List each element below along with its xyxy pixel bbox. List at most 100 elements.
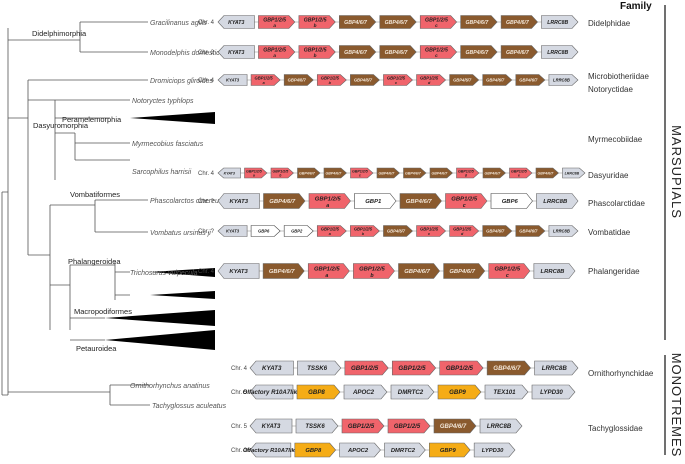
gene-arrow [262,263,305,279]
gene-label: GBP4/6/7 [385,50,409,56]
gene-label: GBP4/6/7 [406,199,433,205]
gene-label: KYAT3 [224,171,235,175]
gene-arrow [548,74,579,86]
gene-arrow [509,167,533,179]
gene-arrow [449,74,480,86]
gene-label: GBP4/6/7 [387,228,406,233]
gene-label: GBP4/6/7 [288,77,307,82]
gene-label: GBP4/6/7 [506,20,530,26]
gene-suffix: a [253,174,255,178]
gene-label: KYAT3 [262,365,282,372]
gene-arrow [541,45,579,59]
gene-arrow [536,193,579,209]
gene-label: GBP4/6/7 [299,171,316,175]
gene-arrow [249,442,292,458]
chromosome-label: Chr. ? [198,229,215,235]
gene-arrow [562,167,586,179]
gene-label: GBP6 [258,228,270,233]
gene-label: GBP4/6/7 [354,77,373,82]
gene-arrow [249,384,294,400]
gene-arrow [488,263,531,279]
gene-arrow [298,45,336,59]
gene-label: GBP4/6/7 [465,20,489,26]
gene-arrow [419,15,458,29]
clade-label-dasyuromorphia: Dasyuromorphia [33,121,89,130]
gene-arrow [350,167,374,179]
gene-arrow [283,74,314,86]
gene-suffix: b [370,273,374,279]
gene-label: GBP1/2/5 [351,365,379,372]
gene-arrow [294,442,337,458]
gene-arrow [460,45,498,59]
gene-label: GBP8 [308,389,325,396]
gene-label: LRRC8B [553,77,570,82]
chromosome-label: Chr. 26 [231,448,251,454]
gene-label: GBP1/2/5 [394,424,421,430]
family-header: Family [620,1,652,12]
gene-label: GBP1/2/5 [314,267,340,273]
gene-arrow [217,15,255,29]
gene-label: GBP1/2/5 [359,267,385,273]
gene-label: GBP1/2/5 [425,48,448,54]
gene-label: LRRC8B [541,269,566,275]
gene-label: GBP4/6/7 [519,228,538,233]
gene-label: LRRC8B [553,228,570,233]
gene-arrow [297,167,321,179]
gene-label: Olfactory R10A7like [243,448,299,454]
gene-arrow [249,418,293,434]
gene-label: GBP1/2/5 [387,76,406,81]
gene-label: GBP1/2/5 [321,227,340,232]
family-label: Phascolarctidae [588,199,645,208]
gene-label: KYAT3 [262,424,281,430]
gene-label: GBP1/2/5 [458,170,475,174]
gene-label: GBP4/6/7 [449,269,475,275]
gene-suffix: a [329,232,331,236]
gene-suffix: e [518,174,520,178]
gene-label: GBP9 [440,448,457,454]
gene-label: GBP4/6/7 [486,77,505,82]
chromosome-label: Chr. 4 [198,269,215,275]
group-label-monotremes: MONOTREMES [669,353,684,458]
gene-arrow [308,193,351,209]
chromosome-label: Chr. 2 [198,50,215,56]
gene-label: LYPD30 [482,448,504,454]
gene-arrow [398,263,441,279]
gene-arrow [354,193,397,209]
phylogenetic-tree [1,21,150,406]
gene-suffix: d [461,232,464,236]
gene-arrow [217,167,241,179]
gene-arrow [473,442,516,458]
gene-label: GBP4/6/7 [506,50,530,56]
gene-label: GBP1/2/5 [304,48,327,54]
gene-arrow [297,360,342,376]
species-label: Notoryctes typhlops [132,98,194,105]
gene-arrow [429,167,453,179]
gene-arrow [263,193,306,209]
gene-label: GBP1/2/5 [255,76,274,81]
gene-arrow [548,225,579,237]
gene-label: TSSK6 [307,365,328,372]
gene-label: GBP1/2/5 [263,48,286,54]
gene-label: TEX101 [493,389,516,396]
gene-arrow [350,74,380,86]
gene-arrow [533,263,576,279]
clade-label-vombatiformes: Vombatiformes [70,190,120,199]
gene-label: GBP1/2/5 [511,170,528,174]
gene-label: GBP1/2/5 [315,197,342,203]
gene-suffix: a [263,81,265,85]
gene-label: GBP4/6/7 [269,199,296,205]
gene-label: LRRC8B [565,171,580,175]
gene-arrow [343,384,388,400]
gene-suffix: d [465,174,468,178]
gene-label: LRRC8B [487,424,512,430]
species-label: Phascolarctos cinereus [150,198,223,205]
chromosome-label: Chr. 4 [198,78,215,84]
gene-label: GBP1/2/5 [272,170,289,174]
gene-arrow [217,74,248,86]
gene-label: GBP4/6/7 [493,365,521,372]
